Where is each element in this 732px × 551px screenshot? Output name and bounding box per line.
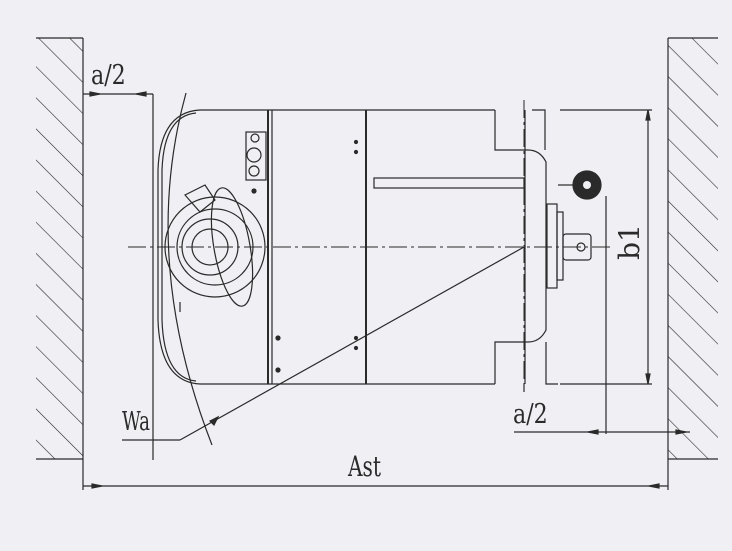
ast-label: Ast	[348, 450, 382, 483]
b1-label: b1	[612, 224, 646, 260]
left-wall	[36, 37, 84, 460]
a-half-bottom-dimension	[514, 196, 690, 435]
ast-dimension	[82, 459, 669, 490]
wa-dimension	[122, 92, 525, 446]
a-half-top-dimension	[83, 91, 154, 460]
right-wall	[667, 37, 718, 460]
centerlines	[128, 100, 612, 392]
a-half-top-label: a/2	[91, 60, 126, 91]
wa-label: Wa	[122, 407, 150, 437]
a-half-bottom-label: a/2	[513, 399, 548, 430]
